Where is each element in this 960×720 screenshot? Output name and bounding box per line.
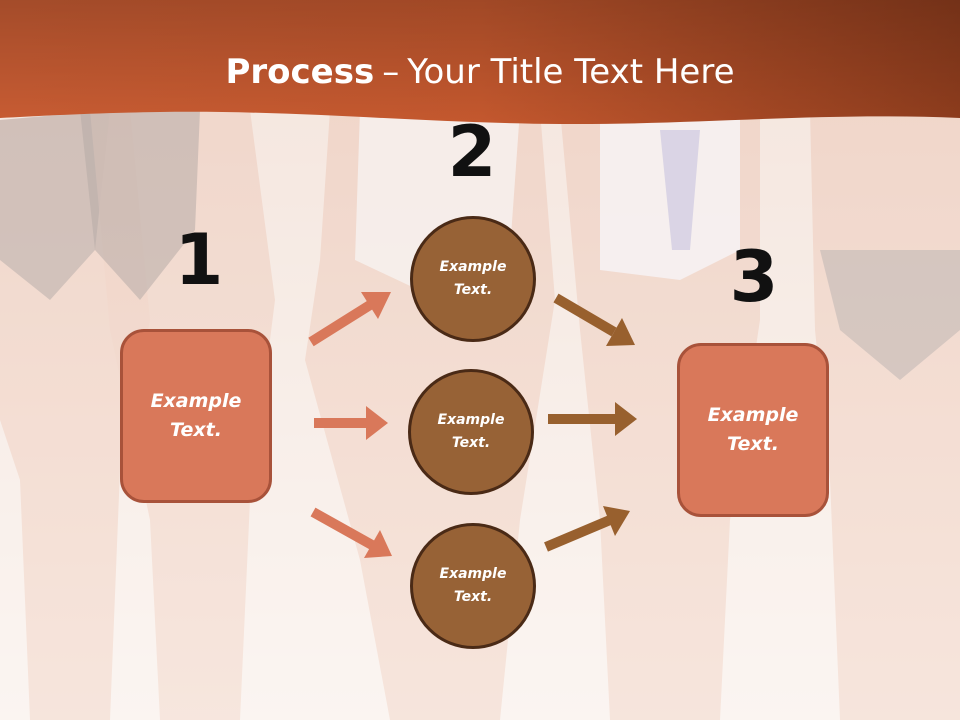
step-number-1: 1 — [174, 219, 224, 301]
arrow-left-up — [308, 292, 391, 347]
arrow-right-down — [553, 293, 635, 346]
title-bold: Process — [225, 52, 375, 92]
title-rest: Your Title Text Here — [407, 52, 735, 92]
arrow-left-down — [310, 507, 392, 558]
right-process-box: Example Text. — [677, 343, 829, 517]
left-process-box: Example Text. — [120, 329, 272, 503]
slide-title: Process–Your Title Text Here — [0, 52, 960, 92]
process-circle-middle: Example Text. — [408, 369, 534, 495]
step-number-2: 2 — [447, 111, 497, 193]
header-banner — [0, 0, 960, 125]
arrow-left-middle — [314, 406, 388, 440]
title-dash: – — [382, 52, 400, 92]
arrow-right-middle — [548, 402, 637, 436]
arrow-right-up — [544, 506, 630, 552]
process-circle-top: Example Text. — [410, 216, 536, 342]
right-box-text: Example Text. — [707, 404, 799, 455]
circle-top-text: Example Text. — [439, 259, 507, 298]
step-number-3: 3 — [729, 236, 779, 318]
process-circle-bottom: Example Text. — [410, 523, 536, 649]
circle-middle-text: Example Text. — [437, 412, 505, 451]
left-box-text: Example Text. — [150, 390, 242, 441]
circle-bottom-text: Example Text. — [439, 566, 507, 605]
